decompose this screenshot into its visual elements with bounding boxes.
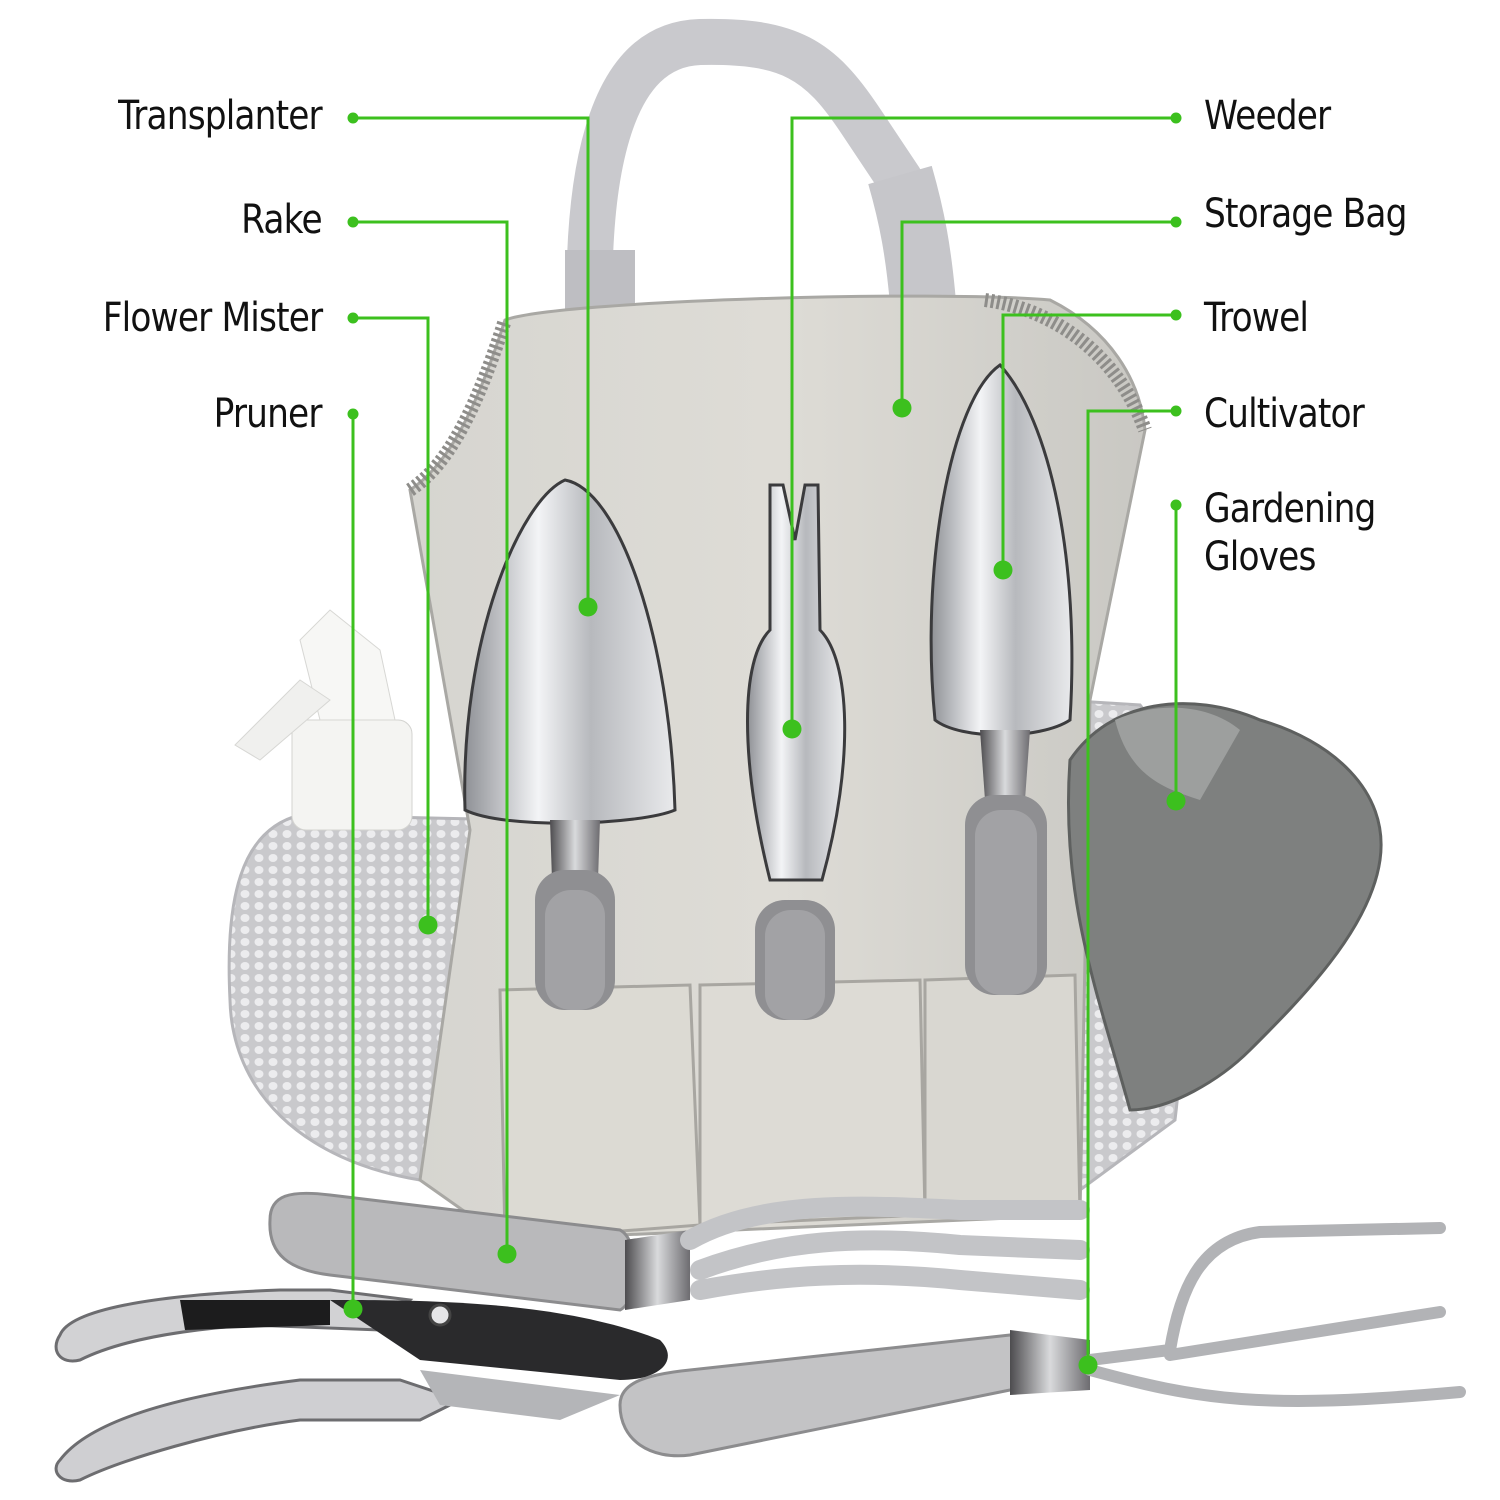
cultivator-tool: [618, 1222, 1466, 1458]
label-rake: Rake: [241, 197, 323, 243]
bag-handles: [565, 18, 958, 353]
pruner-tool: [54, 1288, 668, 1483]
spray-bottle: [234, 609, 413, 831]
label-weeder: Weeder: [1204, 93, 1331, 139]
label-transplanter: Transplanter: [118, 93, 323, 139]
label-gardening-gloves: Gardening Gloves: [1204, 486, 1376, 580]
label-pruner: Pruner: [213, 391, 323, 437]
label-storage-bag: Storage Bag: [1204, 191, 1407, 237]
label-flower-mister: Flower Mister: [102, 295, 322, 341]
front-pockets: [498, 973, 1082, 1242]
transplanter-tool: [463, 478, 677, 1010]
label-cultivator: Cultivator: [1204, 391, 1365, 437]
gardening-gloves-item: [1066, 702, 1383, 1112]
label-trowel: Trowel: [1204, 295, 1309, 341]
